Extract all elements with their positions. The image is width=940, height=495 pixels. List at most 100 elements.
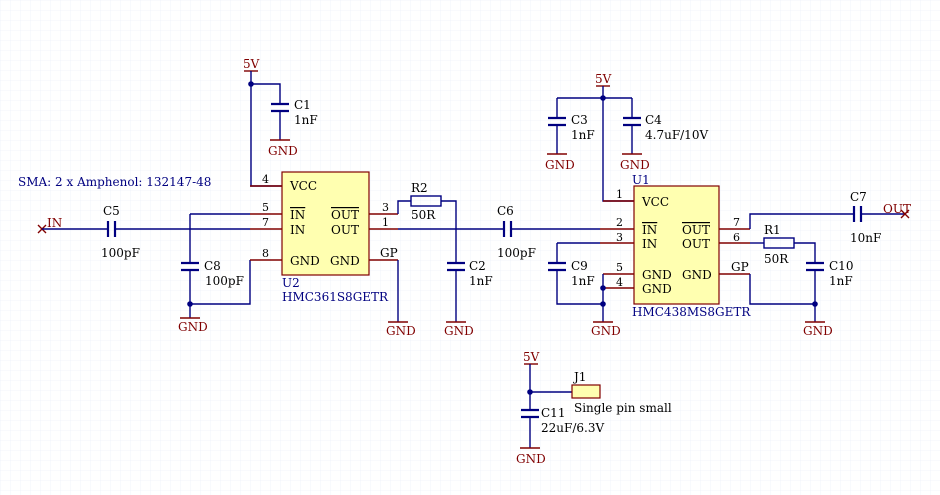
c8-ref: C8 (204, 259, 221, 273)
vcc-symbol-j1: 5V (523, 350, 540, 365)
u2-pin-out2: OUT (331, 223, 359, 237)
u2-pin-gnd2: GND (330, 254, 360, 268)
c4-ref: C4 (645, 113, 662, 127)
r1-value: 50R (764, 252, 789, 266)
c3-value: 1nF (571, 128, 595, 142)
u1-section: 5V C3 1nF GND C4 4.7uF/10V GND (545, 72, 911, 338)
vcc-symbol-u1: 5V (595, 72, 612, 87)
u2-pin-num-1: 1 (382, 216, 389, 229)
c5-value: 100pF (101, 246, 140, 260)
u2-section: IN C5 100pF C8 100pF GND 5V (37, 57, 600, 338)
note-text: SMA: 2 x Amphenol: 132147-48 (18, 175, 211, 189)
r2-value: 50R (411, 208, 436, 222)
u1-pin-num-6: 6 (733, 231, 740, 244)
gnd-label-c3: GND (545, 158, 575, 172)
u2-pin-gnd1: GND (290, 254, 320, 268)
u1-ic[interactable]: 1 2 3 5 4 VCC IN IN GND GND OUT OUT GND … (600, 173, 751, 319)
u1-pin-gnd2: GND (642, 282, 672, 296)
c4-capacitor[interactable]: C4 4.7uF/10V (623, 113, 708, 142)
gnd-symbol-c11: GND (516, 447, 546, 466)
u1-pin-gp: GP (731, 260, 749, 274)
gnd-label-c11: GND (516, 452, 546, 466)
u2-pin-in2: IN (290, 223, 305, 237)
r2-resistor[interactable]: R2 50R (410, 181, 442, 222)
in-port-label: IN (47, 216, 62, 230)
c9-value: 1nF (571, 274, 595, 288)
out-port[interactable]: OUT (883, 202, 911, 219)
u2-pin-num-4: 4 (262, 173, 269, 186)
vcc-symbol-u2: 5V (243, 57, 260, 72)
u1-part: HMC438MS8GETR (632, 305, 751, 319)
u1-pin-gnd1: GND (642, 268, 672, 282)
c10-value: 1nF (829, 274, 853, 288)
vcc-label-u1: 5V (595, 72, 612, 86)
c8-value: 100pF (205, 274, 244, 288)
u2-pin-in1: IN (290, 208, 305, 222)
c5-capacitor[interactable]: C5 100pF (101, 204, 140, 260)
u2-pin-num-5: 5 (262, 201, 269, 214)
r1-ref: R1 (764, 223, 781, 237)
u1-pin-gnd3: GND (682, 268, 712, 282)
u1-pin-num-7: 7 (733, 216, 740, 229)
gnd-label-c2: GND (444, 324, 474, 338)
j1-part: Single pin small (574, 401, 672, 415)
gnd-symbol-u1: GND (591, 321, 621, 338)
u1-pin-num-5: 5 (616, 261, 623, 274)
u1-pin-num-2: 2 (616, 216, 623, 229)
u2-part: HMC361S8GETR (282, 290, 389, 304)
vcc-label-j1: 5V (523, 350, 540, 364)
gnd-label-c10: GND (803, 324, 833, 338)
u2-pin-num-8: 8 (262, 247, 269, 260)
c10-ref: C10 (829, 259, 853, 273)
in-port[interactable]: IN (37, 216, 62, 234)
c1-value: 1nF (294, 113, 318, 127)
r1-resistor[interactable]: R1 50R (763, 223, 795, 266)
c2-ref: C2 (469, 259, 486, 273)
c7-capacitor[interactable]: C7 10nF (850, 190, 881, 245)
c6-capacitor[interactable]: C6 100pF (497, 204, 536, 260)
c6-ref: C6 (497, 204, 514, 218)
u1-ref: U1 (632, 173, 650, 187)
u1-pin-num-4: 4 (616, 276, 623, 289)
j1-section: 5V J1 Single pin small C11 22uF/6.3V GND (516, 350, 672, 466)
gnd-label-u1: GND (591, 324, 621, 338)
gnd-symbol-u2-gp: GND (386, 321, 416, 338)
u2-ref: U2 (282, 276, 300, 290)
c3-capacitor[interactable]: C3 1nF (548, 113, 595, 142)
c11-ref: C11 (541, 406, 565, 420)
c1-ref: C1 (294, 98, 311, 112)
u2-pin-num-7: 7 (262, 216, 269, 229)
vcc-label-u2: 5V (243, 57, 260, 71)
r2-ref: R2 (411, 181, 428, 195)
c11-value: 22uF/6.3V (541, 421, 604, 435)
gnd-label-c1: GND (268, 144, 298, 158)
j1-ref: J1 (572, 370, 586, 384)
out-port-label: OUT (883, 202, 911, 216)
gnd-symbol-c1: GND (268, 139, 298, 158)
gnd-label-c4: GND (620, 158, 650, 172)
c7-ref: C7 (850, 190, 867, 204)
j1-connector[interactable]: J1 Single pin small (571, 370, 672, 415)
c11-capacitor[interactable]: C11 22uF/6.3V (521, 406, 604, 435)
u1-pin-out2: OUT (682, 237, 710, 251)
c3-ref: C3 (571, 113, 588, 127)
c8-capacitor[interactable]: C8 100pF (181, 259, 244, 288)
c9-capacitor[interactable]: C9 1nF (548, 259, 595, 288)
u1-pin-num-3: 3 (616, 231, 623, 244)
c6-value: 100pF (497, 246, 536, 260)
gnd-symbol-c3: GND (545, 153, 575, 172)
u1-pin-in1: IN (642, 223, 657, 237)
c7-value: 10nF (850, 231, 881, 245)
u2-ic[interactable]: 4 5 7 8 VCC IN IN GND GND OUT OUT 3 1 GP… (250, 171, 398, 304)
c4-value: 4.7uF/10V (645, 128, 708, 142)
gnd-symbol-c4: GND (620, 153, 650, 172)
gnd-symbol-c8: GND (178, 317, 208, 334)
gnd-label-u2-gp: GND (386, 324, 416, 338)
u1-pin-out1: OUT (682, 223, 710, 237)
gnd-label-c8: GND (178, 320, 208, 334)
c2-value: 1nF (469, 274, 493, 288)
gnd-symbol-c2: GND (444, 321, 474, 338)
u2-pin-out1: OUT (331, 208, 359, 222)
